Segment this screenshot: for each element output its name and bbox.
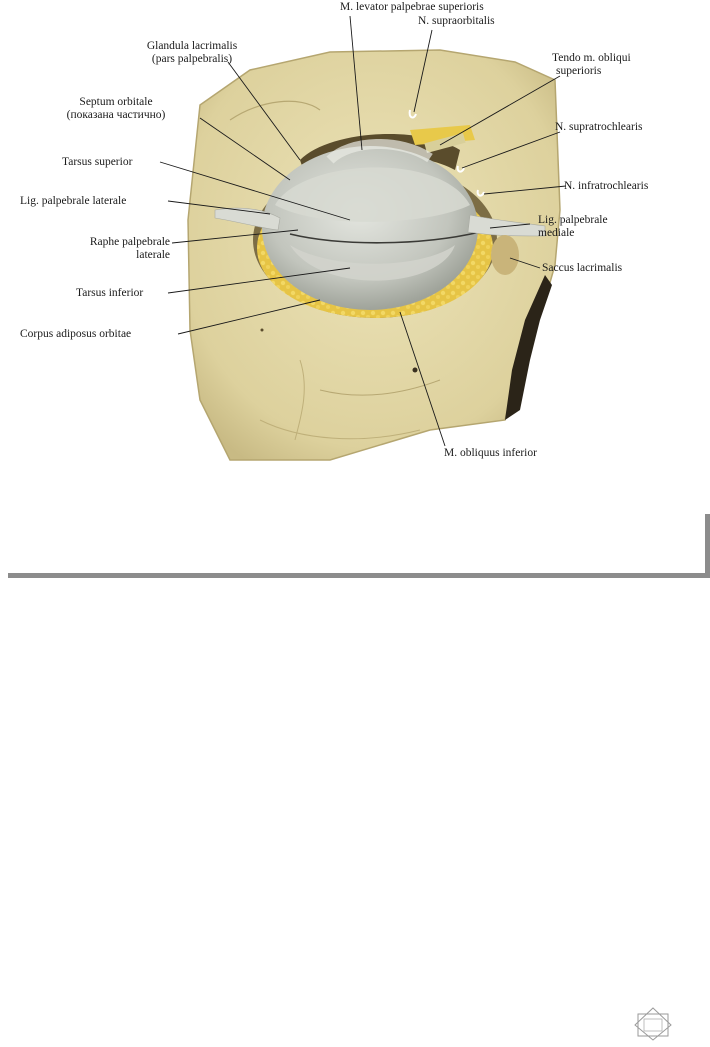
diamond-frame-icon[interactable] <box>632 1006 674 1042</box>
label-supraorbitalis: N. supraorbitalis <box>418 15 495 27</box>
tarsus-inferior <box>290 245 455 281</box>
frame-vertical-bar <box>705 514 710 578</box>
label-glandula-1: Glandula lacrimalis <box>146 40 238 52</box>
label-obliquus: M. obliquus inferior <box>444 447 537 459</box>
label-glandula-2: (pars palpebralis) <box>151 53 233 65</box>
label-tendo-2: superioris <box>556 65 602 77</box>
saccus-lacrimalis <box>491 235 519 275</box>
lig-medial <box>467 214 546 237</box>
orbit-illustration <box>159 15 567 461</box>
label-infratrochlearis: N. infratrochlearis <box>564 180 649 192</box>
label-raphe-2: laterale <box>136 249 170 261</box>
label-levator: M. levator palpebrae superioris <box>340 1 484 13</box>
label-raphe-1: Raphe palpebrale <box>89 236 170 248</box>
n-supraorbitalis-mark <box>408 109 417 119</box>
frame-horizontal-bar <box>8 573 710 578</box>
label-saccus: Saccus lacrimalis <box>542 262 623 274</box>
leader-lines <box>159 15 567 447</box>
slide-frame <box>8 514 710 578</box>
n-supratrochlearis-mark <box>456 165 465 173</box>
bone-edge <box>505 275 552 420</box>
label-tarsus-inferior: Tarsus inferior <box>76 287 144 299</box>
tarsus-superior <box>275 167 470 222</box>
label-supratrochlearis: N. supratrochlearis <box>555 121 643 133</box>
label-lig-medial-2: mediale <box>538 227 575 239</box>
label-septum-2: (показана частично) <box>66 109 166 121</box>
anatomy-figure: M. levator palpebrae superioris N. supra… <box>0 0 710 480</box>
n-infratrochlearis-mark <box>476 189 485 197</box>
label-tendo-1: Tendo m. obliqui <box>552 52 631 64</box>
label-septum-1: Septum orbitale <box>79 96 153 108</box>
label-corpus: Corpus adiposus orbitae <box>20 328 132 340</box>
label-tarsus-superior: Tarsus superior <box>62 156 133 168</box>
label-lig-lateral: Lig. palpebrale laterale <box>20 195 127 207</box>
label-lig-medial-1: Lig. palpebrale <box>538 214 608 226</box>
